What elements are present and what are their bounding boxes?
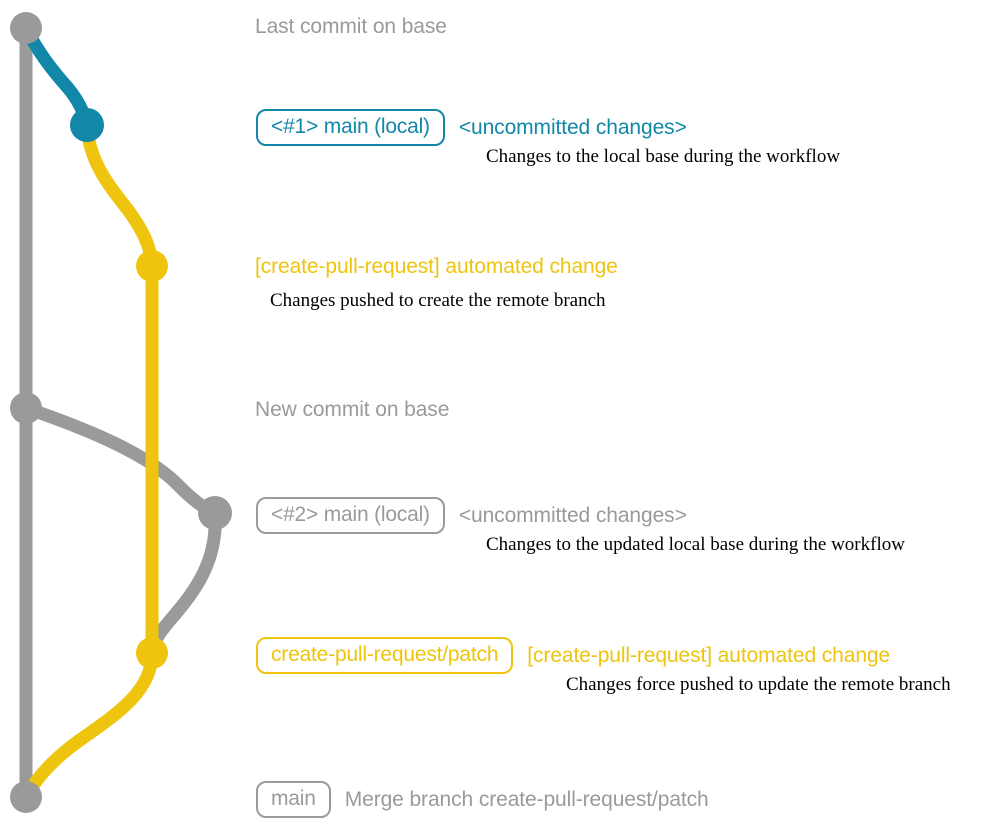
row-local-main-1: <#1> main (local) <uncommitted changes> [256,109,687,146]
commit-title-merge: Merge branch create-pull-request/patch [344,787,709,811]
ref-pill-local-main-1[interactable]: <#1> main (local) [256,109,445,146]
commit-title-automated-change-1: [create-pull-request] automated change [255,255,618,278]
commit-subtitle-automated-change-2: Changes force pushed to update the remot… [566,674,951,695]
label-last-commit-on-base: Last commit on base [255,15,447,38]
ref-pill-local-main-2[interactable]: <#2> main (local) [256,497,445,534]
node-remote-2 [136,637,168,669]
row-merge-commit: main Merge branch create-pull-request/pa… [256,781,709,818]
label-new-commit-on-base: New commit on base [255,398,450,421]
node-local-2 [198,496,232,530]
edge-local1-to-remote1 [80,118,159,273]
ref-pill-create-pull-request-patch[interactable]: create-pull-request/patch [256,637,514,674]
edge-remote2-to-merge [19,646,159,804]
row-automated-change-2: create-pull-request/patch [create-pull-r… [256,637,890,674]
commit-title-local-main-2: <uncommitted changes> [458,503,687,527]
row-local-main-2: <#2> main (local) <uncommitted changes> [256,497,687,534]
node-local-1 [70,108,104,142]
node-base-2 [10,392,42,424]
commit-title-local-main-1: <uncommitted changes> [458,115,687,139]
commit-subtitle-automated-change-1: Changes pushed to create the remote bran… [270,290,606,311]
ref-pill-main[interactable]: main [256,781,331,818]
graph-nodes [10,12,232,813]
node-merge [10,781,42,813]
commit-subtitle-local-main-2: Changes to the updated local base during… [486,534,905,555]
commit-title-automated-change-2: [create-pull-request] automated change [527,643,891,667]
commit-subtitle-local-main-1: Changes to the local base during the wor… [486,146,841,167]
node-base-1 [10,12,42,44]
node-remote-1 [136,250,168,282]
